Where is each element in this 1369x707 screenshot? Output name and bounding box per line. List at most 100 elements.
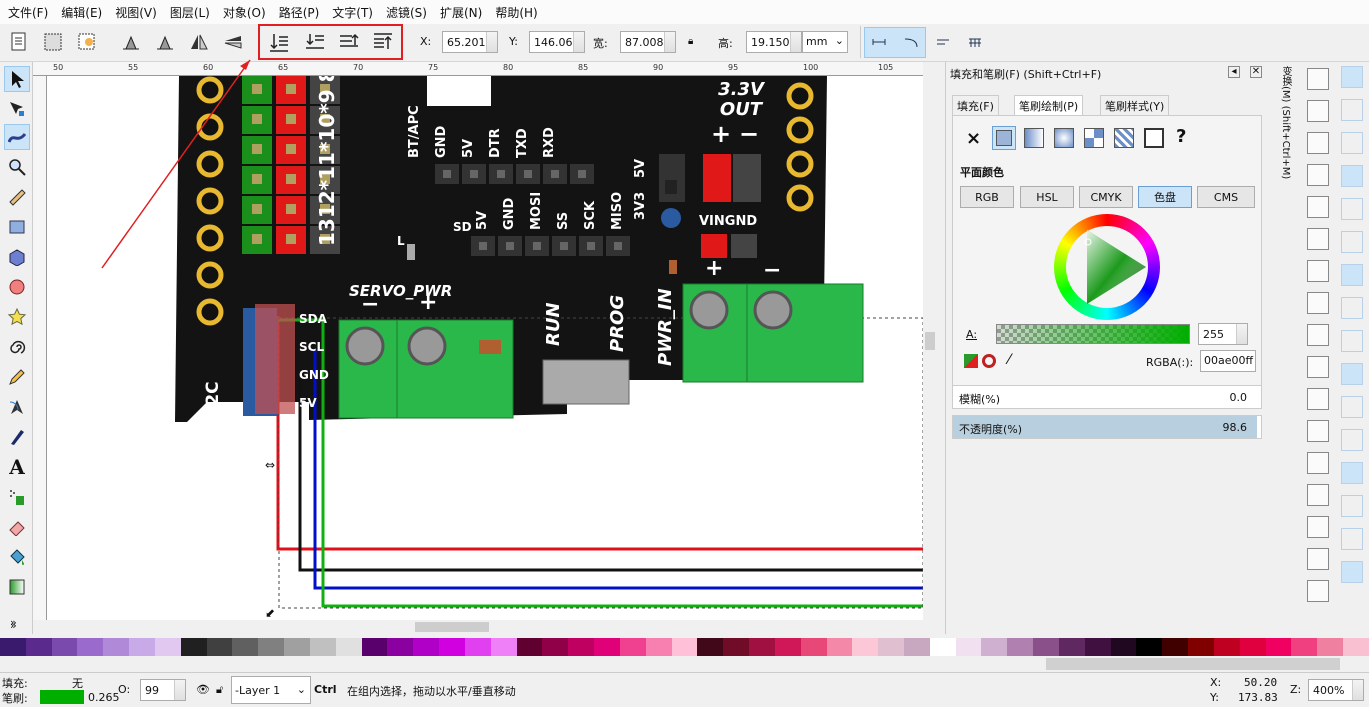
palette-swatch[interactable] — [1136, 638, 1163, 656]
linear-gradient-icon[interactable] — [1024, 128, 1044, 148]
more-tools-icon[interactable]: » — [10, 616, 17, 629]
lower-icon[interactable] — [302, 28, 328, 56]
select-all-layers-icon[interactable] — [40, 28, 66, 56]
palette-swatch[interactable] — [697, 638, 724, 656]
palette-swatch[interactable] — [619, 638, 646, 656]
color-palette[interactable] — [0, 638, 1369, 656]
palette-swatch[interactable] — [542, 638, 569, 656]
palette-swatch[interactable] — [387, 638, 414, 656]
menu-text[interactable]: 文字(T) — [332, 5, 373, 20]
snap-icon[interactable] — [1341, 132, 1363, 154]
palette-swatch[interactable] — [361, 638, 388, 656]
bucket-tool-icon[interactable] — [4, 544, 30, 570]
selector-tool-icon[interactable] — [4, 66, 30, 92]
blur-slider[interactable]: 模糊(%) 0.0 — [952, 385, 1262, 409]
snap-icon[interactable] — [1341, 297, 1363, 319]
palette-swatch[interactable] — [1291, 638, 1318, 656]
palette-swatch[interactable] — [1213, 638, 1240, 656]
color-wheel[interactable] — [1054, 214, 1160, 320]
unit-select[interactable]: mm⌄ — [802, 31, 848, 53]
snap-icon[interactable] — [1341, 99, 1363, 121]
color-managed-icon[interactable] — [964, 354, 978, 368]
zoom-tool-icon[interactable] — [4, 154, 30, 180]
horizontal-scrollbar[interactable] — [47, 620, 923, 634]
palette-swatch[interactable] — [1343, 638, 1369, 656]
palette-swatch[interactable] — [335, 638, 362, 656]
palette-swatch[interactable] — [878, 638, 904, 656]
snap-icon[interactable] — [1341, 462, 1363, 484]
palette-swatch[interactable] — [129, 638, 155, 656]
command-icon[interactable] — [1307, 324, 1329, 346]
palette-swatch[interactable] — [1317, 638, 1344, 656]
command-icon[interactable] — [1307, 100, 1329, 122]
palette-swatch[interactable] — [439, 638, 465, 656]
menu-edit[interactable]: 编辑(E) — [61, 5, 103, 20]
palette-swatch[interactable] — [51, 638, 78, 656]
palette-swatch[interactable] — [568, 638, 595, 656]
command-icon[interactable] — [1307, 420, 1329, 442]
rectangle-tool-icon[interactable] — [4, 214, 30, 240]
eyedropper-icon[interactable]: ⁄ — [1008, 352, 1011, 368]
command-icon[interactable] — [1307, 132, 1329, 154]
gradient-tool-icon[interactable] — [4, 574, 30, 600]
palette-swatch[interactable] — [232, 638, 259, 656]
mesh-gradient-icon[interactable] — [1084, 128, 1104, 148]
palette-swatch[interactable] — [464, 638, 491, 656]
snap-icon[interactable] — [1341, 495, 1363, 517]
menu-extensions[interactable]: 扩展(N) — [439, 5, 483, 20]
command-icon[interactable] — [1307, 580, 1329, 602]
flip-horizontal-icon[interactable] — [186, 28, 212, 56]
3d-box-tool-icon[interactable] — [4, 244, 30, 270]
palette-swatch[interactable] — [645, 638, 672, 656]
calligraphy-tool-icon[interactable] — [4, 424, 30, 450]
rgba-input[interactable]: 00ae00ff — [1200, 350, 1256, 372]
select-all-icon[interactable] — [6, 28, 32, 56]
radial-gradient-icon[interactable] — [1054, 128, 1074, 148]
palette-swatch[interactable] — [929, 638, 956, 656]
tab-stroke-paint[interactable]: 笔刷绘制(P) — [1014, 95, 1084, 115]
unset-paint-icon[interactable]: ? — [1176, 126, 1187, 147]
pen-tool-icon[interactable] — [4, 394, 30, 420]
node-tool-icon[interactable] — [4, 96, 30, 122]
mode-cmyk-button[interactable]: CMYK — [1079, 186, 1133, 208]
palette-swatch[interactable] — [77, 638, 104, 656]
snap-icon[interactable] — [1341, 264, 1363, 286]
tweak-tool-icon[interactable] — [4, 124, 30, 150]
ellipse-tool-icon[interactable] — [4, 274, 30, 300]
snap-icon[interactable] — [1341, 66, 1363, 88]
command-icon[interactable] — [1307, 196, 1329, 218]
rotate-cw-icon[interactable] — [152, 28, 178, 56]
stroke-swatch[interactable] — [40, 690, 84, 704]
palette-swatch[interactable] — [180, 638, 207, 656]
snap-icon[interactable] — [1341, 528, 1363, 550]
palette-swatch[interactable] — [490, 638, 517, 656]
palette-swatch[interactable] — [774, 638, 801, 656]
alpha-slider[interactable] — [996, 324, 1190, 344]
command-icon[interactable] — [1307, 164, 1329, 186]
snap-icon[interactable] — [1341, 165, 1363, 187]
command-icon[interactable] — [1307, 260, 1329, 282]
menu-filters[interactable]: 滤镜(S) — [386, 5, 427, 20]
raise-icon[interactable] — [336, 28, 362, 56]
palette-scrollbar[interactable] — [0, 656, 1369, 672]
out-of-gamut-icon[interactable] — [982, 354, 996, 368]
palette-swatch[interactable] — [1110, 638, 1137, 656]
zoom-input[interactable]: 400% — [1308, 679, 1364, 701]
measure-tool-icon[interactable] — [4, 184, 30, 210]
command-icon[interactable] — [1307, 548, 1329, 570]
opacity-slider[interactable]: 不透明度(%) 98.6 — [952, 415, 1262, 439]
text-tool-icon[interactable]: A — [9, 455, 25, 479]
palette-swatch[interactable] — [284, 638, 310, 656]
command-icon[interactable] — [1307, 228, 1329, 250]
menu-path[interactable]: 路径(P) — [278, 5, 320, 20]
pencil-tool-icon[interactable] — [4, 364, 30, 390]
command-icon[interactable] — [1307, 452, 1329, 474]
eye-icon[interactable]: 👁︎ — [196, 683, 210, 696]
menu-view[interactable]: 视图(V) — [115, 5, 157, 20]
command-icon[interactable] — [1307, 484, 1329, 506]
palette-swatch[interactable] — [309, 638, 336, 656]
move-gradients-icon[interactable] — [930, 28, 956, 56]
palette-swatch[interactable] — [25, 638, 52, 656]
x-input[interactable]: 65.201 — [442, 31, 498, 53]
opacity-status-input[interactable]: 99 — [140, 679, 186, 701]
